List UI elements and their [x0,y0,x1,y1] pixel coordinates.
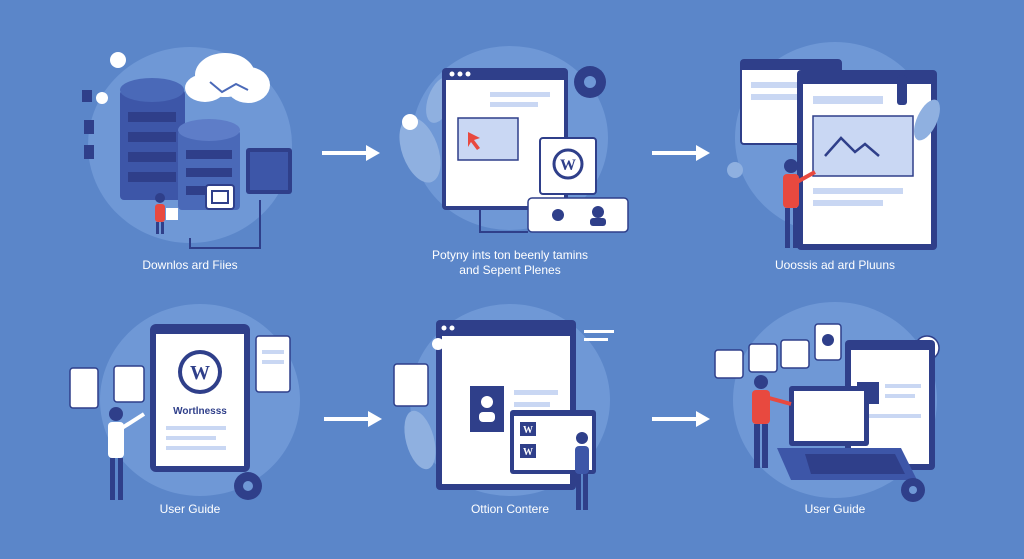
dashboard-plugins-icon [727,42,940,250]
person-icon [575,432,589,510]
step-label: Uoossis ad ard Pluuns [774,258,896,272]
gear-icon [234,472,262,500]
step-theme-setup: W Potyny ints ton beenly tamins and Sepe… [380,20,640,277]
tablet-icon: W Wortlnesss [150,324,250,472]
wordpress-theme-icon: W [399,46,629,233]
step-download-files: Downlos ard Fiies [60,20,320,272]
person-icon [155,193,178,234]
side-card-icon [69,335,291,409]
cloud-icon [185,53,270,103]
step-user-guide-1: W Wortlnesss User Guide [60,290,320,540]
svg-text:W: W [523,425,533,436]
person-icon [783,159,816,248]
arrow-right-icon [652,411,710,427]
step-label: User Guide [159,502,221,516]
step-label: Ottion Contere [470,502,550,516]
dashboard-window-icon [797,70,937,250]
gear-icon [574,66,606,98]
laptop-guide-icon [714,302,940,502]
arrow-right-icon [652,145,710,161]
arrow-right-icon [324,411,382,427]
browser-window-icon [442,68,568,210]
step-plugins: Uoossis ad ard Pluuns [705,20,965,272]
step-label: User Guide [804,502,866,516]
wordpress-badge: Wortlnesss [173,406,227,417]
server-cloud-icon [82,47,292,249]
arrow-right-icon [322,145,380,161]
person-icon [108,407,146,500]
floating-card-icon [714,323,940,379]
step-label: Downlos ard Fiies [142,258,238,272]
svg-text:W: W [523,447,533,458]
monitor-icon [246,148,292,194]
browser-content-icon: W W [393,304,614,510]
svg-text:W: W [560,157,576,174]
svg-text:W: W [190,362,210,384]
step-user-guide-2: User Guide [705,290,965,540]
gear-icon [901,478,925,502]
person-icon [752,375,792,468]
step-option-content: W W Ottion Contere [380,290,640,540]
server-tall-icon [120,78,185,200]
file-badge-icon [205,184,235,210]
step-label: Potyny ints ton beenly tamins and Sepent… [431,248,589,277]
wordpress-logo-icon: W [539,137,597,195]
wordpress-guide-icon: W Wortlnesss [69,304,300,500]
laptop-icon [777,386,917,480]
settings-panel-icon [527,197,629,233]
